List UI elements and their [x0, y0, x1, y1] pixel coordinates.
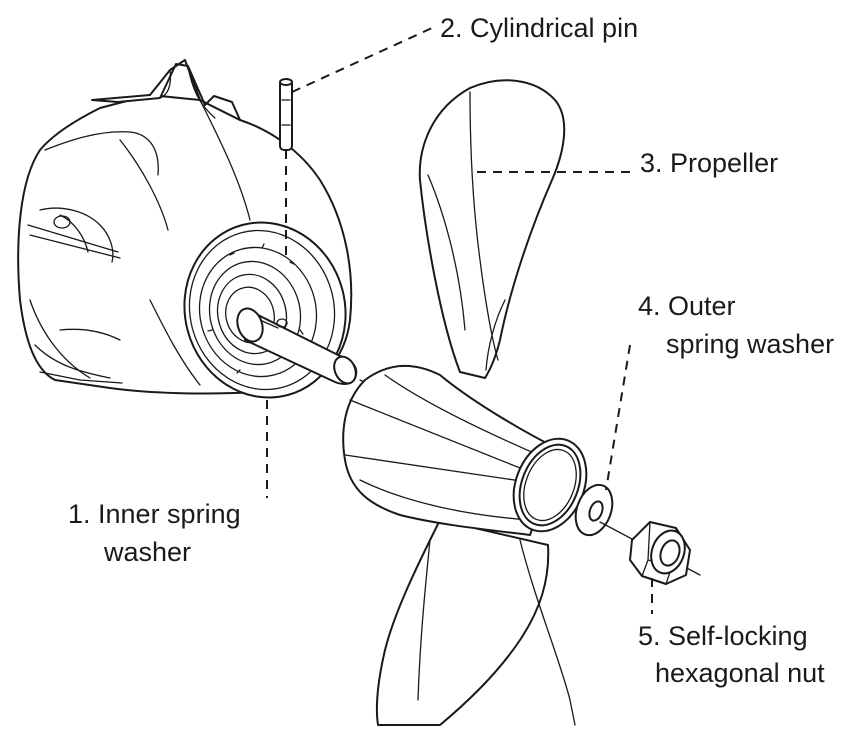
label-nut-line2: hexagonal nut — [655, 658, 825, 688]
propeller — [342, 79, 588, 726]
label-cylindrical-pin: 2. Cylindrical pin — [440, 13, 639, 43]
label-nut-line1: 5. Self-locking — [638, 621, 808, 651]
label-inner-washer-line2: washer — [104, 537, 192, 567]
label-outer-washer-line1: 4. Outer — [638, 291, 736, 321]
outer-spring-washer — [574, 483, 614, 537]
self-locking-hex-nut — [599, 521, 701, 585]
label-inner-washer-line1: 1. Inner spring — [68, 499, 241, 529]
leader-lines — [266, 27, 653, 614]
cylindrical-pin — [279, 78, 293, 151]
leader-cylindrical-pin — [291, 27, 433, 93]
label-outer-washer-line2: spring washer — [666, 329, 835, 359]
label-propeller: 3. Propeller — [640, 148, 779, 178]
leader-outer-washer — [605, 344, 631, 491]
propeller-shaft — [236, 307, 421, 409]
